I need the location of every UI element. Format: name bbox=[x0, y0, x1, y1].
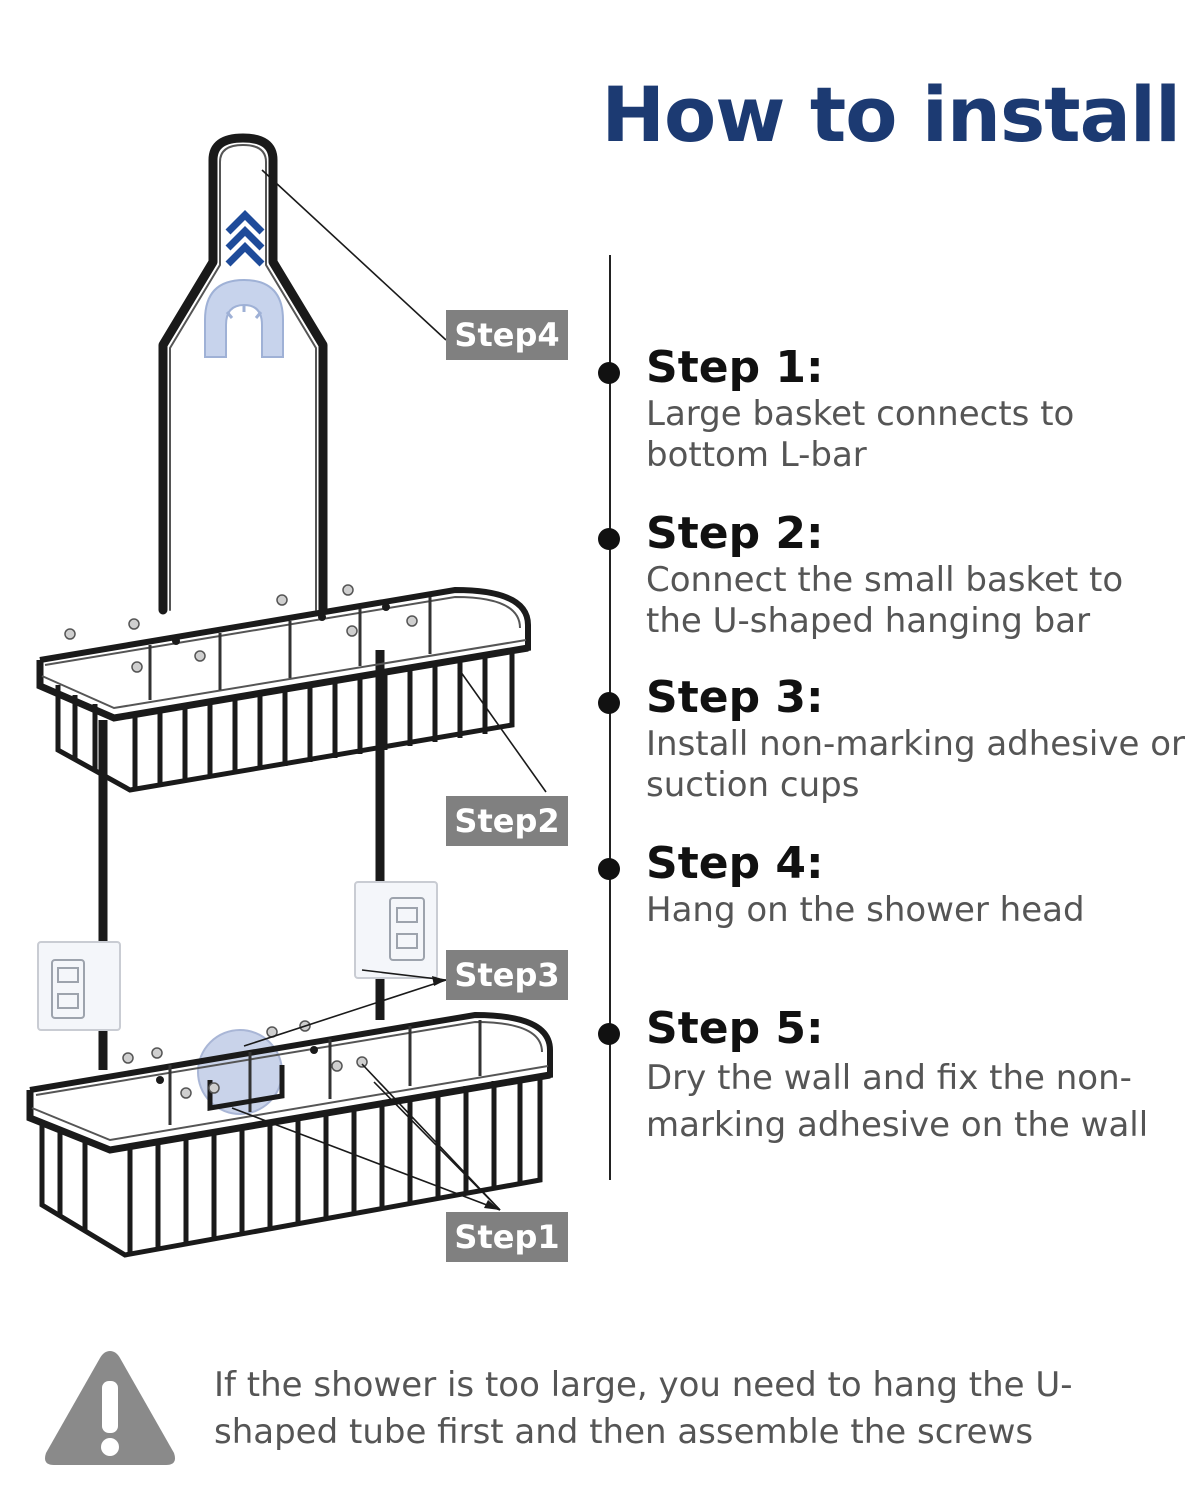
warning-icon bbox=[45, 1351, 175, 1465]
label-step3: Step3 bbox=[446, 950, 568, 1000]
timeline-line bbox=[609, 255, 611, 1180]
timeline-dot bbox=[598, 1023, 620, 1045]
shower-caddy-illustration bbox=[26, 133, 553, 1258]
step-description: Large basket connects to bottom L-bar bbox=[646, 394, 1075, 475]
step-title: Step 5: bbox=[646, 1003, 824, 1054]
step-title: Step 4: bbox=[646, 838, 824, 889]
installation-note: If the shower is too large, you need to … bbox=[214, 1365, 1073, 1452]
adhesive-hook-left bbox=[37, 941, 121, 1031]
step-title: Step 1: bbox=[646, 342, 824, 393]
step-description: Install non-marking adhesive or suction … bbox=[646, 724, 1186, 805]
page-title: How to install bbox=[601, 70, 1181, 159]
label-step2: Step2 bbox=[446, 796, 568, 846]
adhesive-hook-right bbox=[354, 881, 438, 979]
timeline-dot bbox=[598, 362, 620, 384]
timeline-dot bbox=[598, 692, 620, 714]
step-title: Step 2: bbox=[646, 508, 824, 559]
step-description: Connect the small basket to the U-shaped… bbox=[646, 560, 1124, 641]
timeline-dot bbox=[598, 858, 620, 880]
step-description: Dry the wall and fix the non-marking adh… bbox=[646, 1058, 1149, 1145]
rubber-plug bbox=[204, 278, 284, 358]
step-title: Step 3: bbox=[646, 672, 824, 723]
label-step4: Step4 bbox=[446, 310, 568, 360]
label-step1: Step1 bbox=[446, 1212, 568, 1262]
timeline-dot bbox=[598, 528, 620, 550]
step-description: Hang on the shower head bbox=[646, 890, 1085, 930]
